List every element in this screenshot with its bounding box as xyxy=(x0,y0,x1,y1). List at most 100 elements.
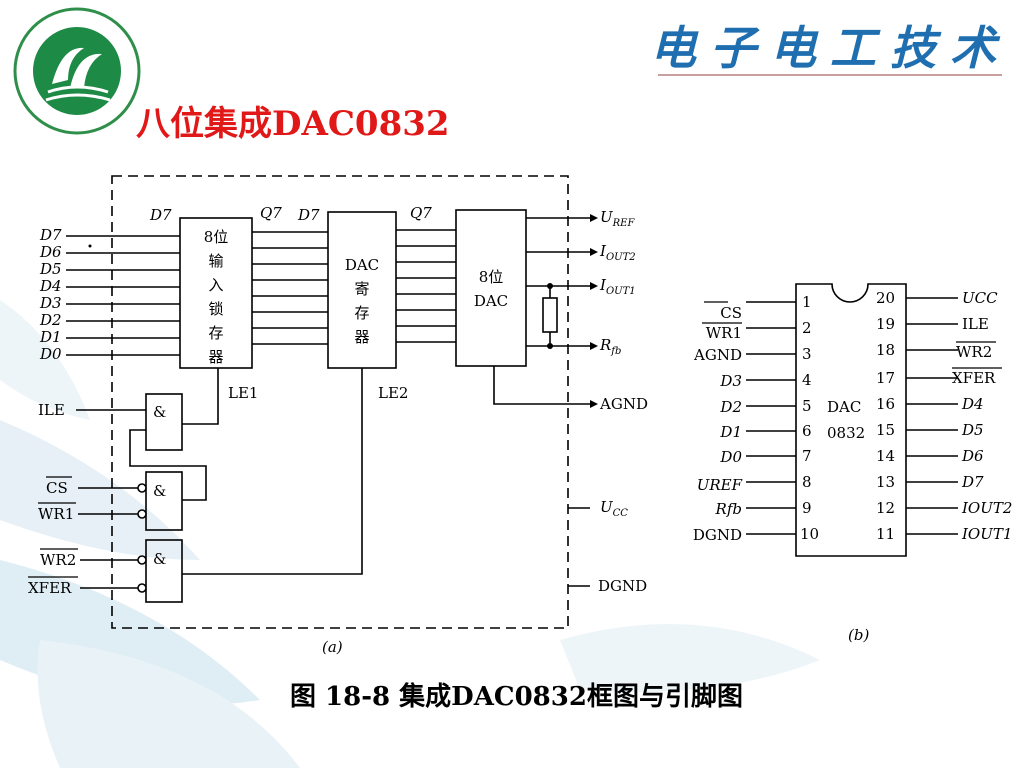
pin-name-ucc: UCC xyxy=(962,289,998,307)
input-d4: D4 xyxy=(39,277,62,295)
pin-name-d6: D6 xyxy=(961,447,984,465)
svg-text:锁: 锁 xyxy=(208,300,223,318)
pin-name-dgnd: DGND xyxy=(693,526,742,544)
label-uref: U xyxy=(600,208,614,226)
pin-name-ile: ILE xyxy=(962,315,989,333)
dac-block xyxy=(455,209,527,367)
pin-name-wr1: WR1 xyxy=(706,324,742,342)
brand-text: 电子电工技术 xyxy=(650,21,1010,75)
input-d5: D5 xyxy=(39,260,62,278)
chip-package xyxy=(795,283,907,557)
pin-num-15: 15 xyxy=(876,421,895,439)
svg-text:入: 入 xyxy=(208,276,223,294)
chip-boundary xyxy=(111,175,569,629)
pin-num-6: 6 xyxy=(802,422,812,440)
svg-text:器: 器 xyxy=(208,348,223,366)
pin-name-d2: D2 xyxy=(719,398,742,416)
input-d3: D3 xyxy=(39,294,62,312)
and-gate-3 xyxy=(145,539,183,603)
label-le2: LE2 xyxy=(378,384,408,402)
pin-name-xfer: XFER xyxy=(952,369,996,387)
svg-text:UREF: UREF xyxy=(600,208,635,229)
svg-text:寄: 寄 xyxy=(354,280,369,298)
pin-name-cs: CS xyxy=(720,304,742,322)
label-d7-reg: D7 xyxy=(297,206,320,224)
pin-num-10: 10 xyxy=(800,525,819,543)
pin-num-18: 18 xyxy=(876,341,895,359)
svg-text:IOUT2: IOUT2 xyxy=(599,242,636,263)
and-gate-1 xyxy=(145,393,183,451)
pin-name-wr2: WR2 xyxy=(956,343,992,361)
input-d2: D2 xyxy=(39,311,62,329)
pin-name-d1: D1 xyxy=(719,423,742,441)
latch-label-1: 8位 xyxy=(204,228,229,246)
pin-num-7: 7 xyxy=(802,447,812,465)
label-ucc: U xyxy=(600,498,614,516)
pin-num-11: 11 xyxy=(876,525,895,543)
input-d1: D1 xyxy=(39,328,62,346)
pin-num-20: 20 xyxy=(876,289,895,307)
gate2-symbol: & xyxy=(153,482,166,500)
register-label-dac: DAC xyxy=(345,256,379,274)
gate1-symbol: & xyxy=(153,403,166,421)
sub-label-a: (a) xyxy=(322,638,343,656)
figure-caption: 图 18-8 集成DAC0832框图与引脚图 xyxy=(290,682,743,712)
label-iout1-sub: OUT1 xyxy=(606,286,636,297)
svg-text:存: 存 xyxy=(208,324,223,342)
label-cs: CS xyxy=(46,479,68,497)
pin-num-17: 17 xyxy=(876,369,895,387)
svg-text:IOUT1: IOUT1 xyxy=(599,276,636,297)
svg-text:UCC: UCC xyxy=(600,498,628,519)
label-wr2: WR2 xyxy=(40,551,76,569)
pin-name-uref: UREF xyxy=(697,476,743,494)
pin-name-iout1: IOUT1 xyxy=(961,525,1012,543)
label-q7-top: Q7 xyxy=(260,204,282,222)
input-latch-block xyxy=(179,217,253,369)
pin-name-agnd: AGND xyxy=(693,346,742,364)
svg-text:DAC: DAC xyxy=(474,292,508,310)
pin-num-3: 3 xyxy=(802,345,812,363)
svg-text:存: 存 xyxy=(354,304,369,322)
brand-banner: 电子电工技术 xyxy=(650,8,1010,92)
pin-name-iout2: IOUT2 xyxy=(961,499,1012,517)
label-dgnd: DGND xyxy=(598,577,647,595)
label-wr1: WR1 xyxy=(38,505,74,523)
and-gate-2 xyxy=(145,471,183,531)
university-logo xyxy=(13,7,141,135)
label-agnd: AGND xyxy=(599,395,648,413)
label-xfer: XFER xyxy=(28,579,72,597)
slide-title: 八位集成DAC0832 xyxy=(136,104,450,144)
pin-num-2: 2 xyxy=(802,319,812,337)
pin-name-d4: D4 xyxy=(961,395,984,413)
pin-num-8: 8 xyxy=(802,473,812,491)
label-iout1: I xyxy=(599,276,607,294)
svg-text:器: 器 xyxy=(354,328,369,346)
pin-name-d3: D3 xyxy=(719,372,742,390)
dac-label-8bit: 8位 xyxy=(479,268,504,286)
label-iout2: I xyxy=(599,242,607,260)
label-le1: LE1 xyxy=(228,384,258,402)
input-d0: D0 xyxy=(39,345,62,363)
brand-underline xyxy=(658,74,1002,76)
input-d7: D7 xyxy=(39,226,62,244)
pin-num-4: 4 xyxy=(802,371,812,389)
label-iout2-sub: OUT2 xyxy=(606,252,636,263)
label-rfb: R xyxy=(599,336,611,354)
input-d6: D6 xyxy=(39,243,62,261)
pin-name-d5: D5 xyxy=(961,421,984,439)
label-d7-top: D7 xyxy=(149,206,172,224)
label-uref-sub: REF xyxy=(612,218,636,229)
pin-name-d7: D7 xyxy=(961,473,984,491)
pin-num-19: 19 xyxy=(876,315,895,333)
pin-num-14: 14 xyxy=(876,447,895,465)
label-rfb-sub: fb xyxy=(610,346,621,357)
label-ucc-sub: CC xyxy=(613,508,629,519)
label-ile: ILE xyxy=(38,401,65,419)
sub-label-b: (b) xyxy=(848,626,869,644)
svg-text:Rfb: Rfb xyxy=(599,336,621,357)
chip-label-2: 0832 xyxy=(827,424,865,442)
chip-label-1: DAC xyxy=(827,398,861,416)
pin-num-12: 12 xyxy=(876,499,895,517)
pin-name-d0: D0 xyxy=(719,448,742,466)
